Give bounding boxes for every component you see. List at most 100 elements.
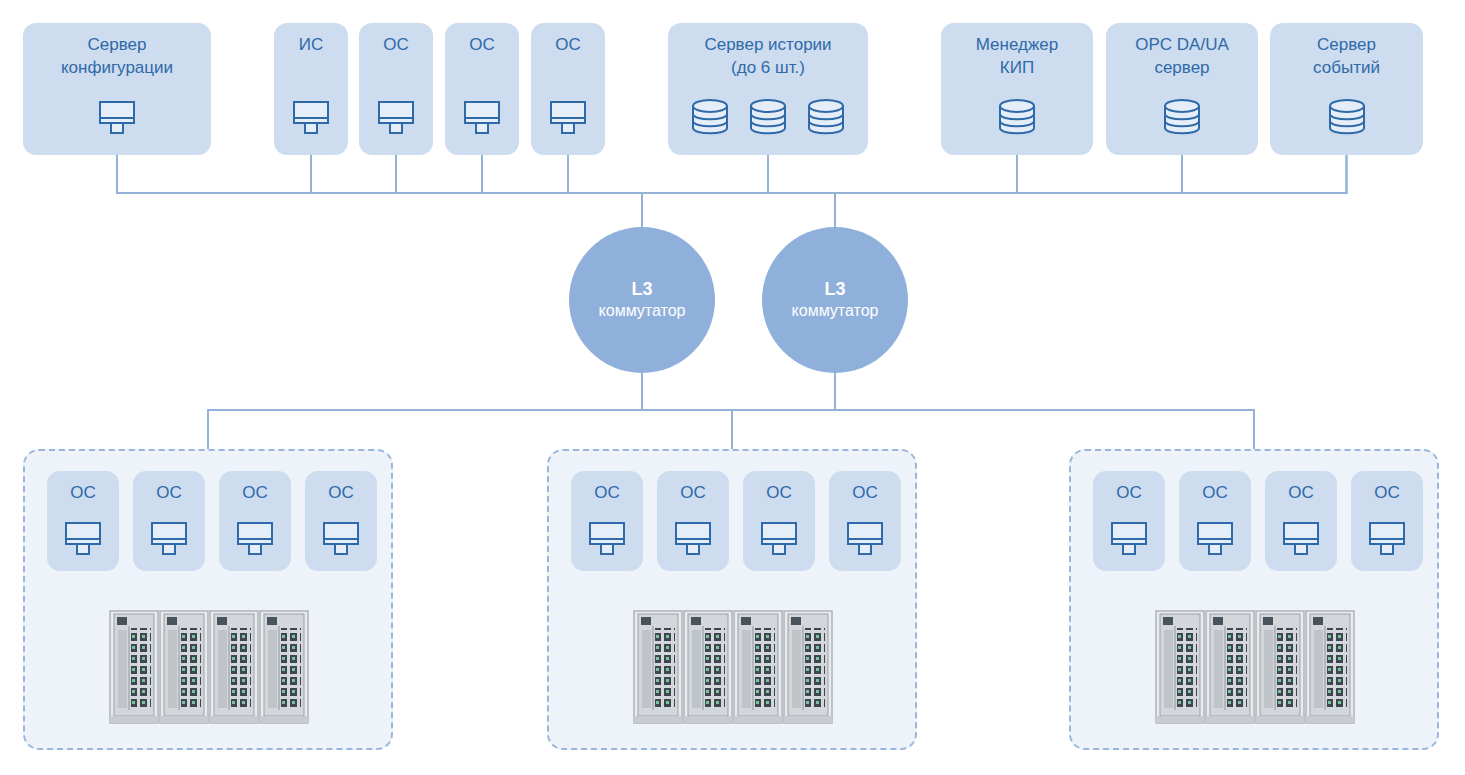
- workstation-group: ОС ОС ОС ОС: [547, 449, 917, 750]
- network-link: [642, 155, 1017, 227]
- icon-row: [571, 518, 643, 558]
- node-label: ОС: [447, 23, 517, 56]
- monitor-icon: [673, 518, 713, 558]
- network-link: [117, 155, 642, 227]
- node-label: ОС: [307, 471, 375, 504]
- server-box: ИС: [274, 23, 348, 155]
- node-label: Менеджер КИП: [962, 23, 1072, 79]
- network-link: [311, 155, 835, 227]
- monitor-icon: [759, 518, 799, 558]
- monitor-icon: [845, 518, 885, 558]
- icon-row: [219, 518, 291, 558]
- node-label: ОС: [831, 471, 899, 504]
- icon-row: [657, 518, 729, 558]
- monitor-icon: [548, 97, 588, 137]
- database-icon: [748, 97, 788, 137]
- network-link: [835, 155, 1347, 227]
- network-link: [568, 155, 642, 227]
- database-icon: [997, 97, 1037, 137]
- network-link: [642, 155, 1182, 227]
- server-box: ОС: [47, 471, 119, 571]
- server-box: ОС: [829, 471, 901, 571]
- icon-row: [829, 518, 901, 558]
- network-link: [732, 373, 835, 449]
- network-link: [208, 373, 835, 449]
- icon-row: [47, 518, 119, 558]
- node-label: ОС: [221, 471, 289, 504]
- network-link: [642, 155, 1347, 227]
- server-box: Сервер конфигурации: [23, 23, 211, 155]
- icon-row: [941, 97, 1093, 137]
- server-box: ОС: [219, 471, 291, 571]
- network-link: [396, 155, 835, 227]
- monitor-icon: [235, 518, 275, 558]
- workstation-group: ОС ОС ОС ОС: [1069, 449, 1439, 750]
- server-box: ОС: [1265, 471, 1337, 571]
- node-label: ОС: [745, 471, 813, 504]
- server-box: ОС: [531, 23, 605, 155]
- node-label: коммутатор: [599, 300, 686, 322]
- server-box: Сервер событий: [1270, 23, 1423, 155]
- node-label: ОС: [573, 471, 641, 504]
- node-label: Сервер конфигурации: [47, 23, 187, 79]
- monitor-icon: [1367, 518, 1407, 558]
- switch-circle: L3коммутатор: [762, 227, 908, 373]
- node-label: ИС: [276, 23, 346, 56]
- monitor-icon: [587, 518, 627, 558]
- network-link: [768, 155, 835, 227]
- server-box: OPC DA/UA сервер: [1106, 23, 1258, 155]
- node-label: ОС: [533, 23, 603, 56]
- icon-row: [133, 518, 205, 558]
- network-link: [117, 155, 835, 227]
- database-icon: [690, 97, 730, 137]
- network-link: [396, 155, 642, 227]
- network-link: [835, 373, 1254, 449]
- node-label: ОС: [361, 23, 431, 56]
- database-icon: [806, 97, 846, 137]
- node-label: Сервер событий: [1292, 23, 1402, 79]
- monitor-icon: [1109, 518, 1149, 558]
- icon-row: [1093, 518, 1165, 558]
- monitor-icon: [321, 518, 361, 558]
- network-link: [835, 155, 1017, 227]
- monitor-icon: [291, 97, 331, 137]
- icon-row: [1179, 518, 1251, 558]
- server-box: ОС: [571, 471, 643, 571]
- node-label: ОС: [49, 471, 117, 504]
- icon-row: [531, 97, 605, 137]
- monitor-icon: [376, 97, 416, 137]
- server-box: ОС: [359, 23, 433, 155]
- network-link: [642, 373, 1254, 449]
- node-label: ОС: [1353, 471, 1421, 504]
- icon-row: [23, 97, 211, 137]
- cabinet-illustration: [109, 610, 311, 726]
- node-label: L3: [631, 278, 652, 300]
- server-box: ОС: [305, 471, 377, 571]
- server-box: ОС: [743, 471, 815, 571]
- icon-row: [1265, 518, 1337, 558]
- monitor-icon: [1195, 518, 1235, 558]
- node-label: ОС: [1181, 471, 1249, 504]
- monitor-icon: [1281, 518, 1321, 558]
- server-box: Сервер истории (до 6 шт.): [668, 23, 868, 155]
- server-box: ОС: [1093, 471, 1165, 571]
- server-box: Менеджер КИП: [941, 23, 1093, 155]
- server-box: ОС: [657, 471, 729, 571]
- node-label: ОС: [135, 471, 203, 504]
- cabinet-illustration: [633, 610, 835, 726]
- network-link: [482, 155, 642, 227]
- monitor-icon: [149, 518, 189, 558]
- node-label: коммутатор: [792, 300, 879, 322]
- icon-row: [668, 97, 868, 137]
- server-box: ОС: [1179, 471, 1251, 571]
- workstation-group: ОС ОС ОС ОС: [23, 449, 393, 750]
- network-link: [482, 155, 835, 227]
- node-label: ОС: [1267, 471, 1335, 504]
- network-link: [568, 155, 835, 227]
- network-link: [642, 155, 768, 227]
- icon-row: [1351, 518, 1423, 558]
- icon-row: [305, 518, 377, 558]
- database-icon: [1162, 97, 1202, 137]
- icon-row: [1106, 97, 1258, 137]
